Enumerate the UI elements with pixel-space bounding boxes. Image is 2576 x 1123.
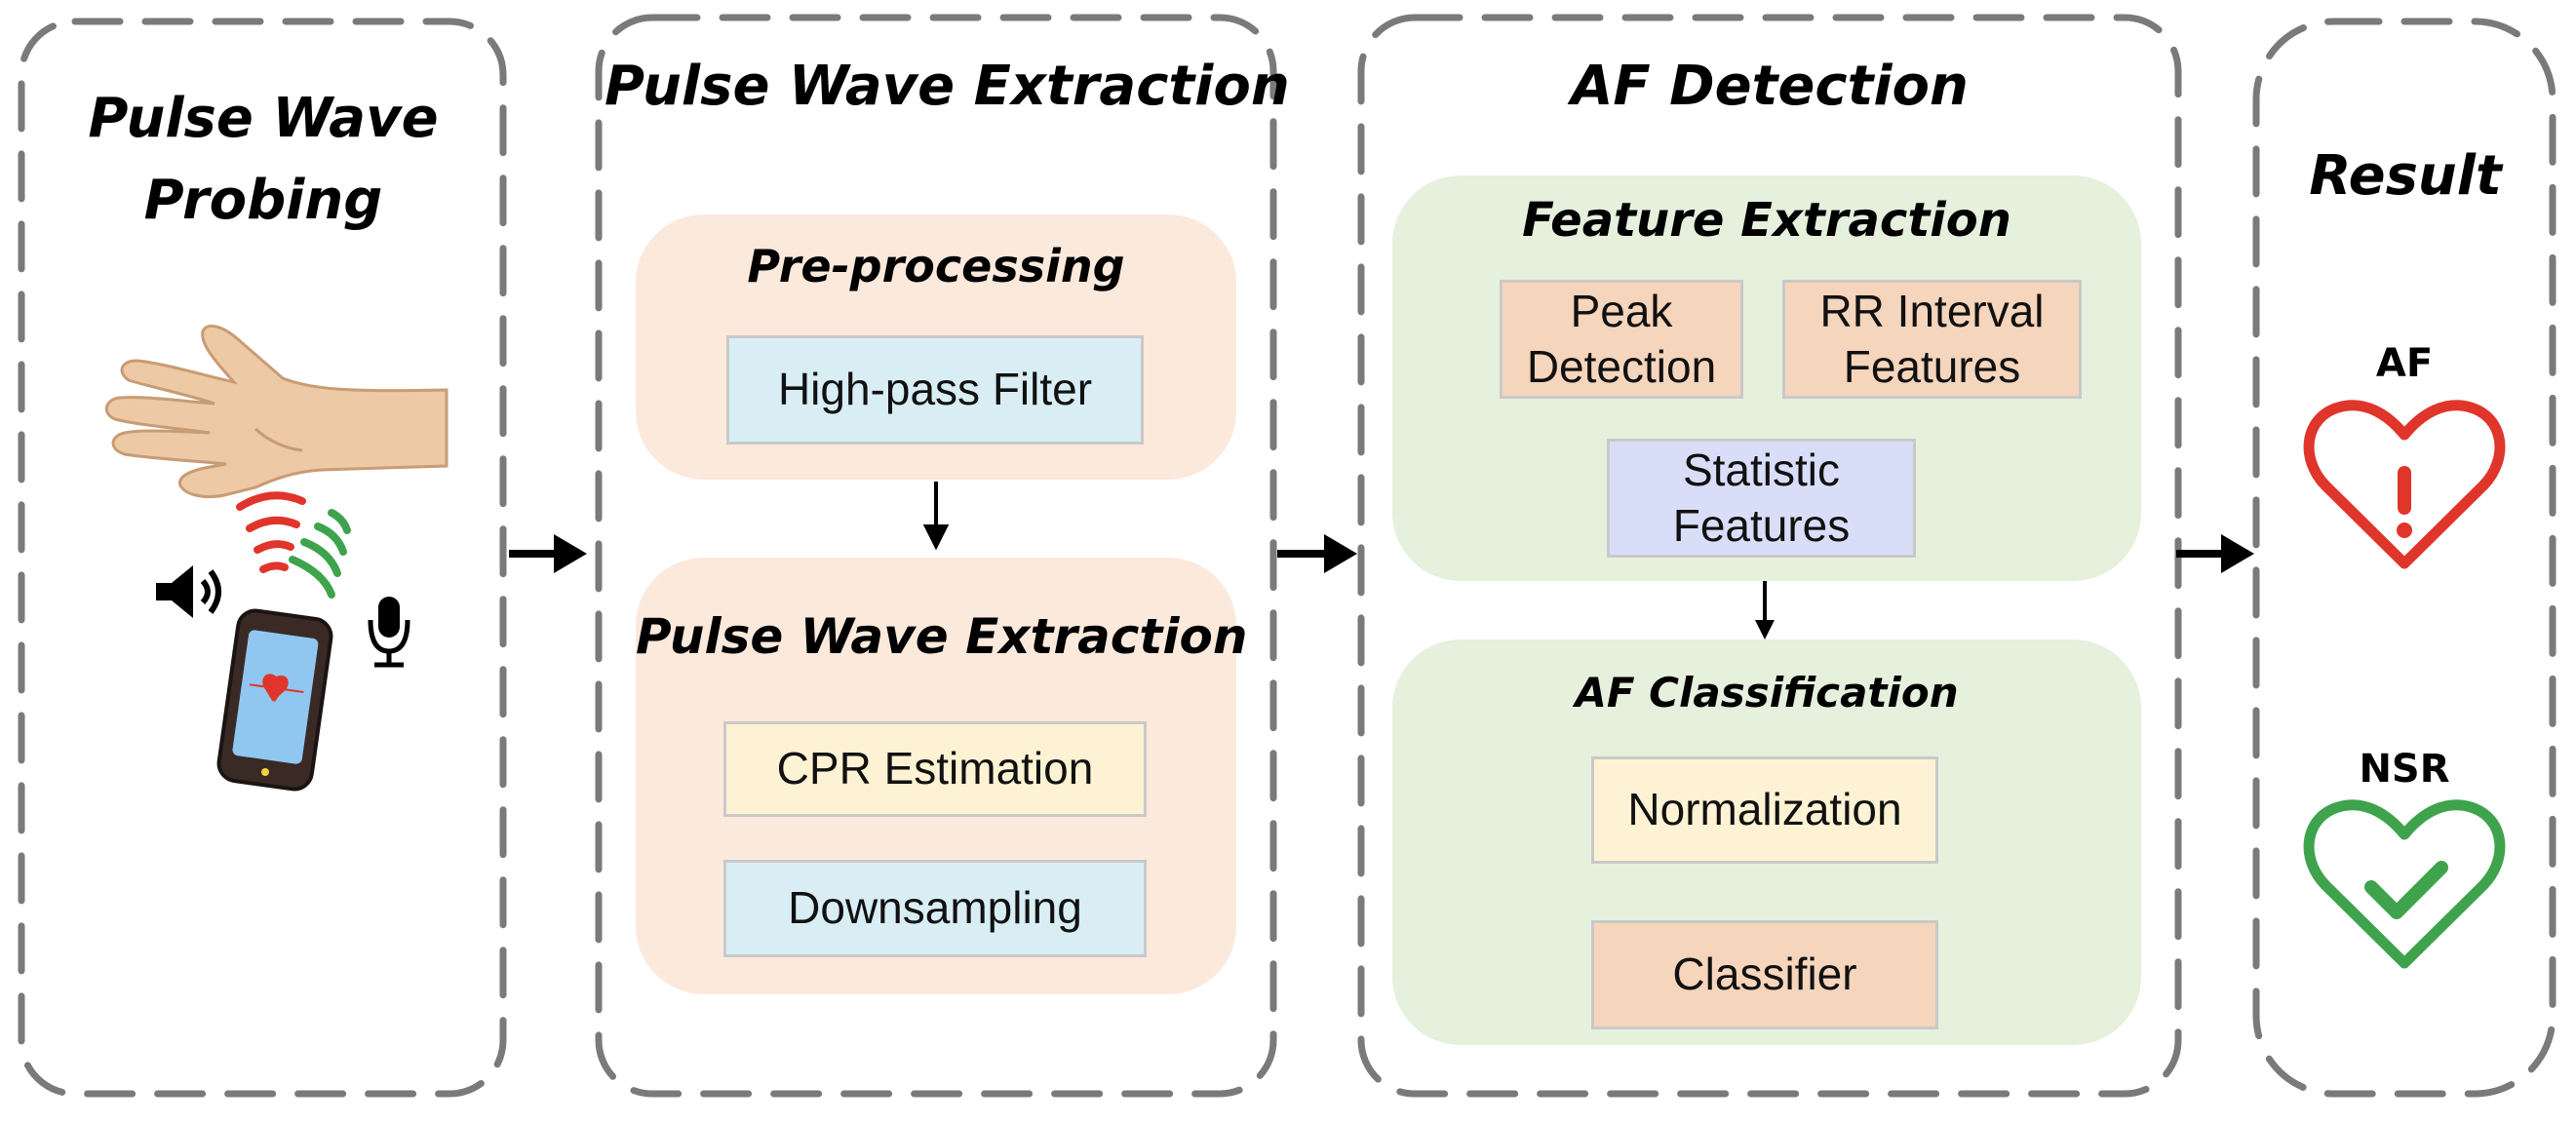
af-classification-title: AF Classification: [1575, 669, 1959, 716]
result-title: Result: [2309, 144, 2502, 208]
smartphone-icon: [216, 608, 333, 792]
result-nsr-label: NSR: [2359, 747, 2450, 792]
heart-check-icon: [2303, 799, 2506, 969]
heart-alert-icon: [2303, 400, 2506, 569]
detection-title: AF Detection: [1571, 55, 1969, 118]
rr-interval-features-box: RR Interval Features: [1782, 280, 2082, 399]
peak-detection-box: Peak Detection: [1500, 280, 1743, 399]
panel-probing: [18, 18, 507, 1098]
normalization-box: Normalization: [1591, 756, 1938, 864]
cpr-estimation-box: CPR Estimation: [723, 721, 1147, 817]
result-af-label: AF: [2375, 341, 2434, 386]
extraction-subtitle: Pulse Wave Extraction: [636, 608, 1248, 665]
arrowhead-to-classification: [1755, 620, 1775, 639]
preprocessing-title: Pre-processing: [747, 240, 1125, 292]
hand-icon: [104, 324, 449, 499]
classifier-box: Classifier: [1591, 920, 1938, 1029]
panel-extraction: [595, 14, 1277, 1098]
extraction-panel-title: Pulse Wave Extraction: [605, 55, 1290, 118]
signal-wave-red-icon: [236, 491, 306, 573]
probing-title: Pulse Wave Probing: [88, 87, 439, 232]
high-pass-filter-box: High-pass Filter: [726, 335, 1144, 445]
microphone-icon: [368, 597, 410, 668]
speaker-icon: [156, 565, 221, 618]
panel-result: [2252, 18, 2556, 1098]
downsampling-box: Downsampling: [723, 860, 1147, 957]
statistic-features-box: Statistic Features: [1607, 439, 1916, 558]
signal-wave-green-icon: [289, 509, 351, 599]
feature-extraction-title: Feature Extraction: [1522, 193, 2011, 248]
